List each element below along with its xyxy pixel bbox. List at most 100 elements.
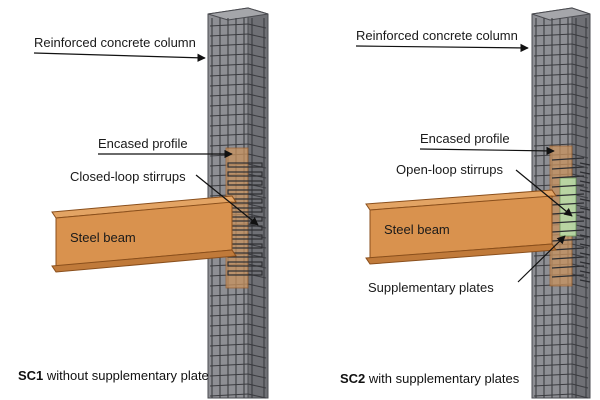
tie-bar [247, 353, 267, 359]
tie-bar [571, 43, 589, 49]
tie-bar [571, 313, 589, 319]
stirrup [551, 229, 591, 238]
tie-bar [533, 113, 573, 117]
plates-label: Supplementary plates [368, 280, 494, 295]
tie-bar [533, 363, 573, 367]
stirrup [551, 166, 591, 175]
profile-label: Encased profile [420, 131, 510, 146]
tie-bar [571, 33, 589, 39]
column-label: Reinforced concrete column [356, 28, 518, 43]
tie-bar [209, 83, 249, 87]
tie-bar [209, 133, 249, 137]
caption-sc2-code: SC2 [340, 371, 365, 386]
caption-sc1-text: without supplementary plate [43, 368, 208, 383]
tie-bar [247, 123, 267, 129]
tie-bar [571, 83, 589, 89]
tie-bar [247, 63, 267, 69]
steel-beam: Steel beam [51, 195, 237, 273]
tie-bar [209, 103, 249, 107]
tie-bar [209, 73, 249, 77]
beam-label: Steel beam [70, 230, 136, 245]
caption-sc2-text: with supplementary plates [365, 371, 519, 386]
tie-bar [247, 43, 267, 49]
tie-bar [533, 353, 573, 357]
tie-bar [209, 93, 249, 97]
tie-bar [209, 373, 249, 377]
column-label: Reinforced concrete column [34, 35, 196, 50]
tie-bar [571, 133, 589, 139]
open-loop-stirrups [551, 157, 591, 283]
beam-label: Steel beam [384, 222, 450, 237]
tie-bar [571, 353, 589, 359]
tie-bar [533, 323, 573, 327]
beam-bottom-flange [365, 243, 557, 265]
tie-bar [533, 313, 573, 317]
tie-bar [247, 113, 267, 119]
tie-bar [571, 273, 589, 279]
tie-bar [533, 83, 573, 87]
tie-bar [209, 353, 249, 357]
tie-bar [571, 333, 589, 339]
stirrup [227, 189, 263, 195]
stirrup [227, 270, 263, 276]
profile-leader [419, 146, 555, 156]
stirrup [551, 175, 591, 184]
tie-bar [247, 213, 267, 219]
stirrup [551, 247, 591, 256]
tie-bar [533, 133, 573, 137]
beam-bottom-flange [51, 249, 237, 273]
tie-bar [533, 43, 573, 47]
tie-bar [209, 113, 249, 117]
stirrup [551, 220, 591, 229]
caption-sc1-code: SC1 [18, 368, 43, 383]
tie-bar [247, 103, 267, 109]
tie-bar [571, 23, 589, 29]
tie-bar [247, 203, 267, 209]
beam-top-flange [365, 189, 557, 211]
tie-bar [247, 73, 267, 79]
tie-bar [571, 243, 589, 249]
tie-bar [209, 323, 249, 327]
tie-bar [209, 43, 249, 47]
tie-bar [209, 383, 249, 387]
tie-bar [571, 343, 589, 349]
tie-bar [209, 293, 249, 297]
tie-bar [571, 253, 589, 259]
stirrups-leader [195, 174, 259, 226]
stirrup [551, 274, 591, 283]
tie-bar [247, 303, 267, 309]
tie-bar [247, 93, 267, 99]
stirrups-label: Closed-loop stirrups [70, 169, 186, 184]
tie-bar [247, 253, 267, 259]
tie-bar [533, 343, 573, 347]
tie-bar [533, 23, 573, 27]
tie-bar [571, 303, 589, 309]
tie-bar [209, 333, 249, 337]
tie-bar [247, 293, 267, 299]
steel-beam: Steel beam [365, 189, 557, 265]
tie-bar [533, 383, 573, 387]
tie-bar [533, 33, 573, 37]
tie-bar [247, 343, 267, 349]
tie-bar [533, 73, 573, 77]
tie-bar [247, 163, 267, 169]
tie-bar [533, 303, 573, 307]
caption-sc1: SC1 without supplementary plate [18, 368, 209, 383]
tie-bar [209, 143, 249, 147]
tie-bar [571, 103, 589, 109]
stirrup [227, 162, 263, 168]
tie-bar [533, 393, 573, 397]
tie-bar [533, 333, 573, 337]
tie-bar [533, 123, 573, 127]
tie-bar [571, 393, 589, 399]
tie-bar [571, 383, 589, 389]
panel-sc1: Steel beam Reinforced concrete column En… [18, 7, 269, 399]
tie-bar [571, 73, 589, 79]
stirrups-leader [515, 169, 573, 217]
tie-bar [247, 393, 267, 399]
stirrup [551, 184, 591, 193]
tie-bar [247, 333, 267, 339]
stirrup [551, 265, 591, 274]
tie-bar [209, 23, 249, 27]
